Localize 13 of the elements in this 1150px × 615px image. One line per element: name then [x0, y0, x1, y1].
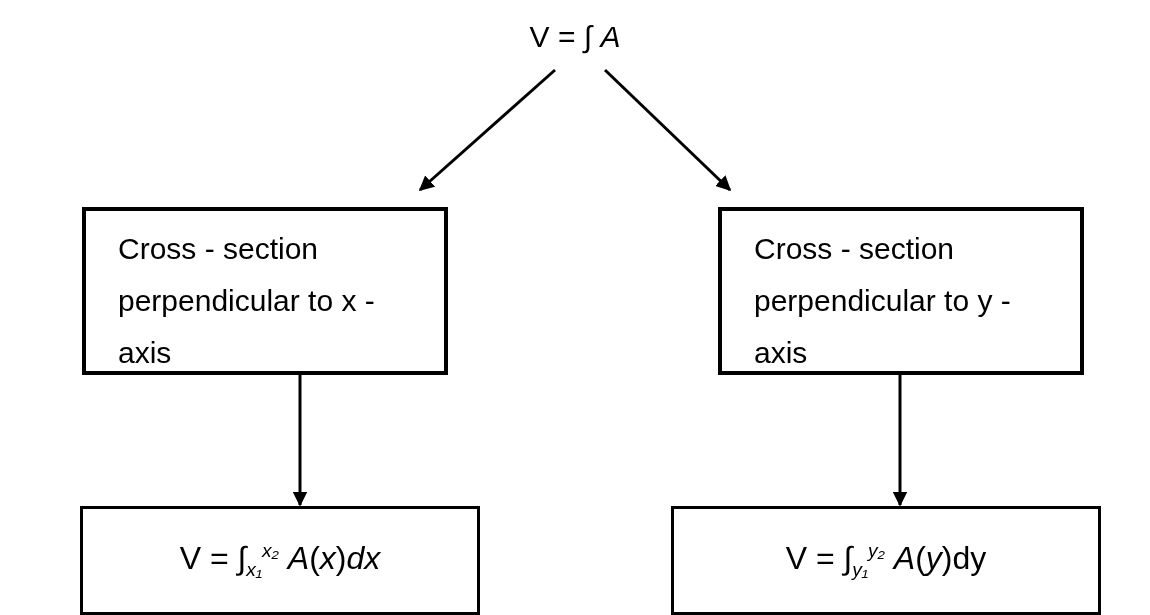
formula-text: V = ∫$_{y₁}$$^{y₂}$ A(y)dy [785, 539, 987, 582]
arrow [892, 375, 908, 507]
formula-text: V = ∫ A [510, 20, 640, 65]
formula-box [671, 506, 1101, 615]
arrow [292, 375, 308, 507]
box-label: Cross - section perpendicular to x - axis [118, 231, 376, 371]
arrow [418, 68, 556, 192]
process-box [82, 207, 448, 375]
formula-box [80, 506, 480, 615]
formula-text: V = ∫$_{x₁}$$^{x₂}$ A(x)dx [179, 539, 381, 582]
arrow [603, 68, 732, 192]
box-label: Cross - section perpendicular to y - axis [754, 231, 1012, 371]
process-box [718, 207, 1084, 375]
